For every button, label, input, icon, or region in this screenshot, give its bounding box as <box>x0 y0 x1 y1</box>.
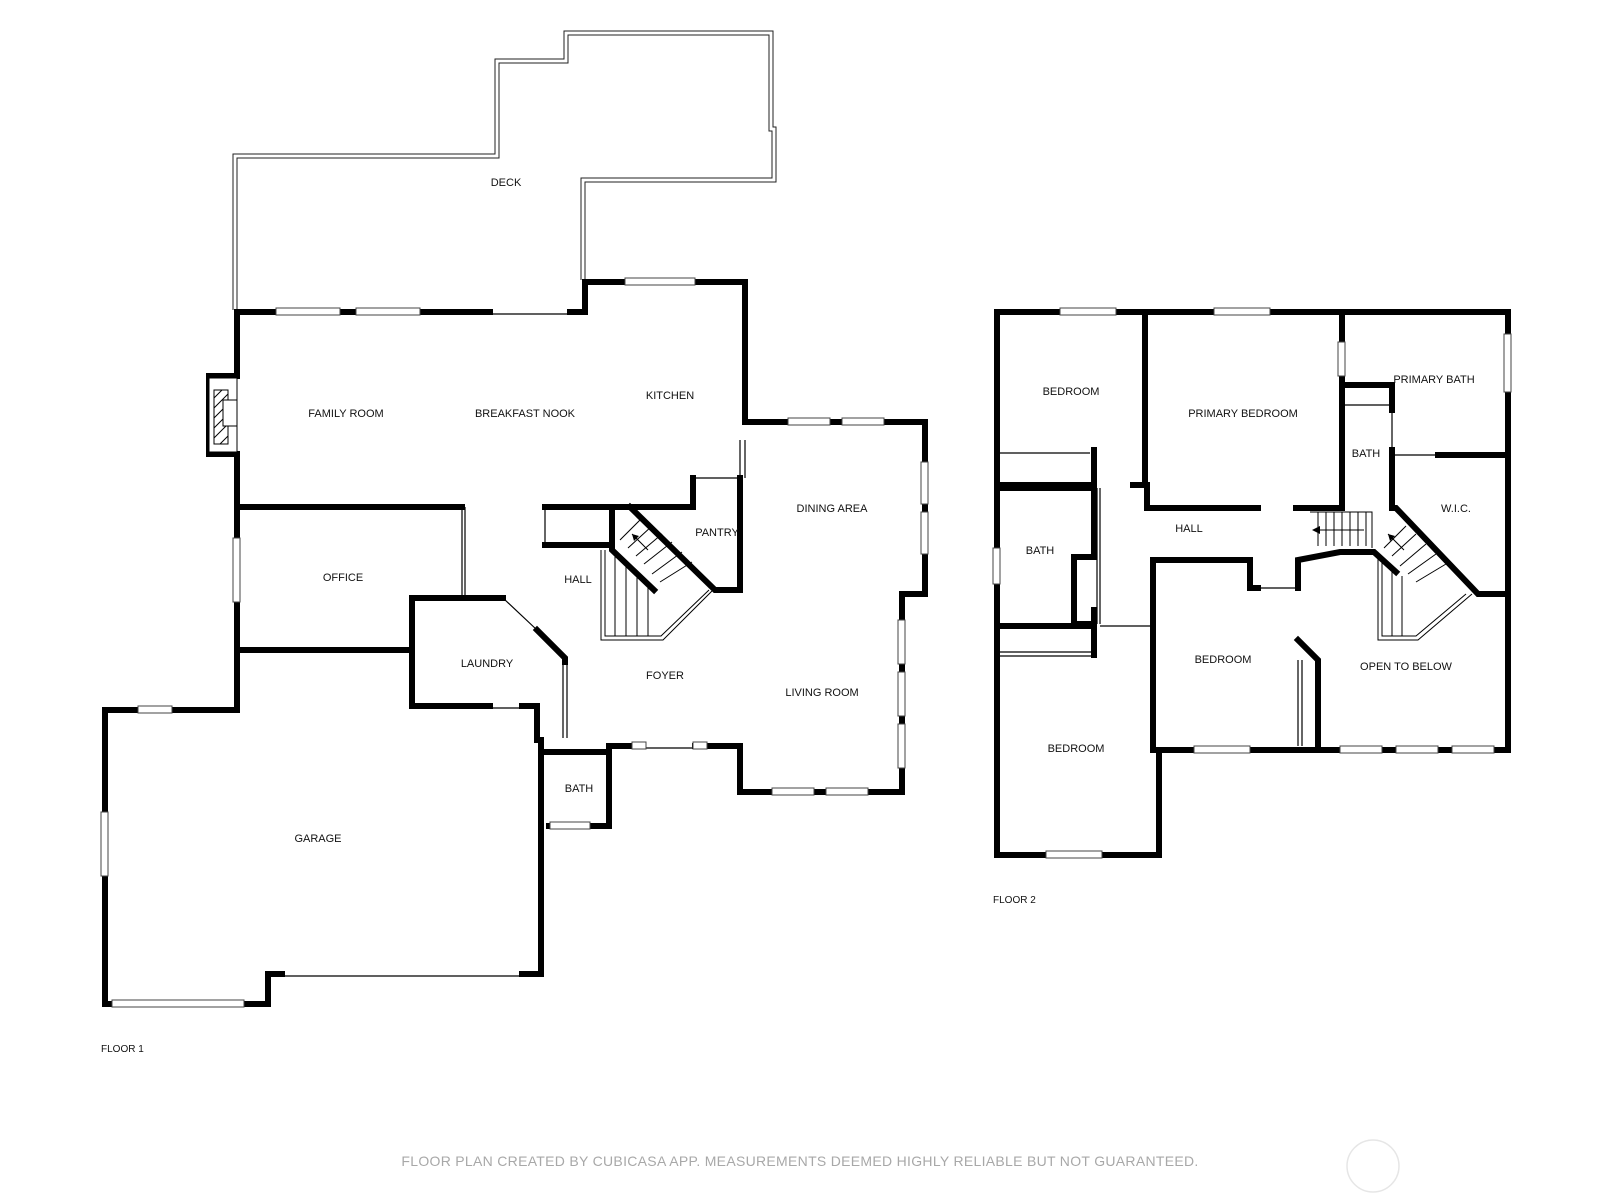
room-label-family-room: FAMILY ROOM <box>308 408 383 420</box>
floor-2-staircase <box>1310 511 1473 641</box>
floor-2-interior-walls <box>997 309 1511 753</box>
room-label-bedroom-nw: BEDROOM <box>1043 386 1100 398</box>
room-label-wic: W.I.C. <box>1441 503 1471 515</box>
room-label-primary-bedroom: PRIMARY BEDROOM <box>1188 408 1298 420</box>
floor-1-label: FLOOR 1 <box>101 1044 144 1055</box>
room-label-kitchen: KITCHEN <box>646 390 694 402</box>
floor-2-windows <box>992 307 1512 859</box>
deck-outline-inner <box>236 34 773 310</box>
room-label-garage: GARAGE <box>294 833 341 845</box>
floor-1-plan: DECK FAMILY ROOM BREAKFAST NOOK KITCHEN … <box>100 30 929 1055</box>
room-label-bath: BATH <box>565 783 594 795</box>
room-label-laundry: LAUNDRY <box>461 658 514 670</box>
floor-2-room-labels: BEDROOM PRIMARY BEDROOM PRIMARY BATH BAT… <box>993 374 1475 906</box>
room-label-pantry: PANTRY <box>695 527 739 539</box>
floor-1-room-labels: DECK FAMILY ROOM BREAKFAST NOOK KITCHEN … <box>101 177 868 1055</box>
watermark-seal-icon <box>1346 1139 1400 1193</box>
room-label-hall-2: HALL <box>1175 523 1203 535</box>
room-label-dining-area: DINING AREA <box>797 503 869 515</box>
floor-plan-credit: FLOOR PLAN CREATED BY CUBICASA APP. MEAS… <box>401 1153 1199 1169</box>
room-label-foyer: FOYER <box>646 670 684 682</box>
room-label-bath-west: BATH <box>1026 545 1055 557</box>
room-label-primary-bath: PRIMARY BATH <box>1393 374 1474 386</box>
floor-2-exterior-walls <box>994 309 1511 858</box>
fireplace <box>208 377 238 453</box>
room-label-bath-inner: BATH <box>1352 448 1381 460</box>
room-label-living-room: LIVING ROOM <box>785 687 858 699</box>
room-label-open-to-below: OPEN TO BELOW <box>1360 661 1453 673</box>
floor-2-label: FLOOR 2 <box>993 895 1036 906</box>
room-label-deck: DECK <box>491 177 522 189</box>
room-label-bedroom-center: BEDROOM <box>1195 654 1252 666</box>
deck-outline <box>232 30 777 310</box>
room-label-hall: HALL <box>564 574 592 586</box>
floor-1-windows <box>100 277 929 1008</box>
floor-1-staircase <box>600 517 714 641</box>
floor-1-interior-walls <box>234 440 746 743</box>
room-label-breakfast-nook: BREAKFAST NOOK <box>475 408 576 420</box>
floor-1-openings <box>282 313 695 977</box>
room-label-office: OFFICE <box>323 572 363 584</box>
floor-2-plan: BEDROOM PRIMARY BEDROOM PRIMARY BATH BAT… <box>992 307 1512 906</box>
room-label-bedroom-sw: BEDROOM <box>1048 743 1105 755</box>
